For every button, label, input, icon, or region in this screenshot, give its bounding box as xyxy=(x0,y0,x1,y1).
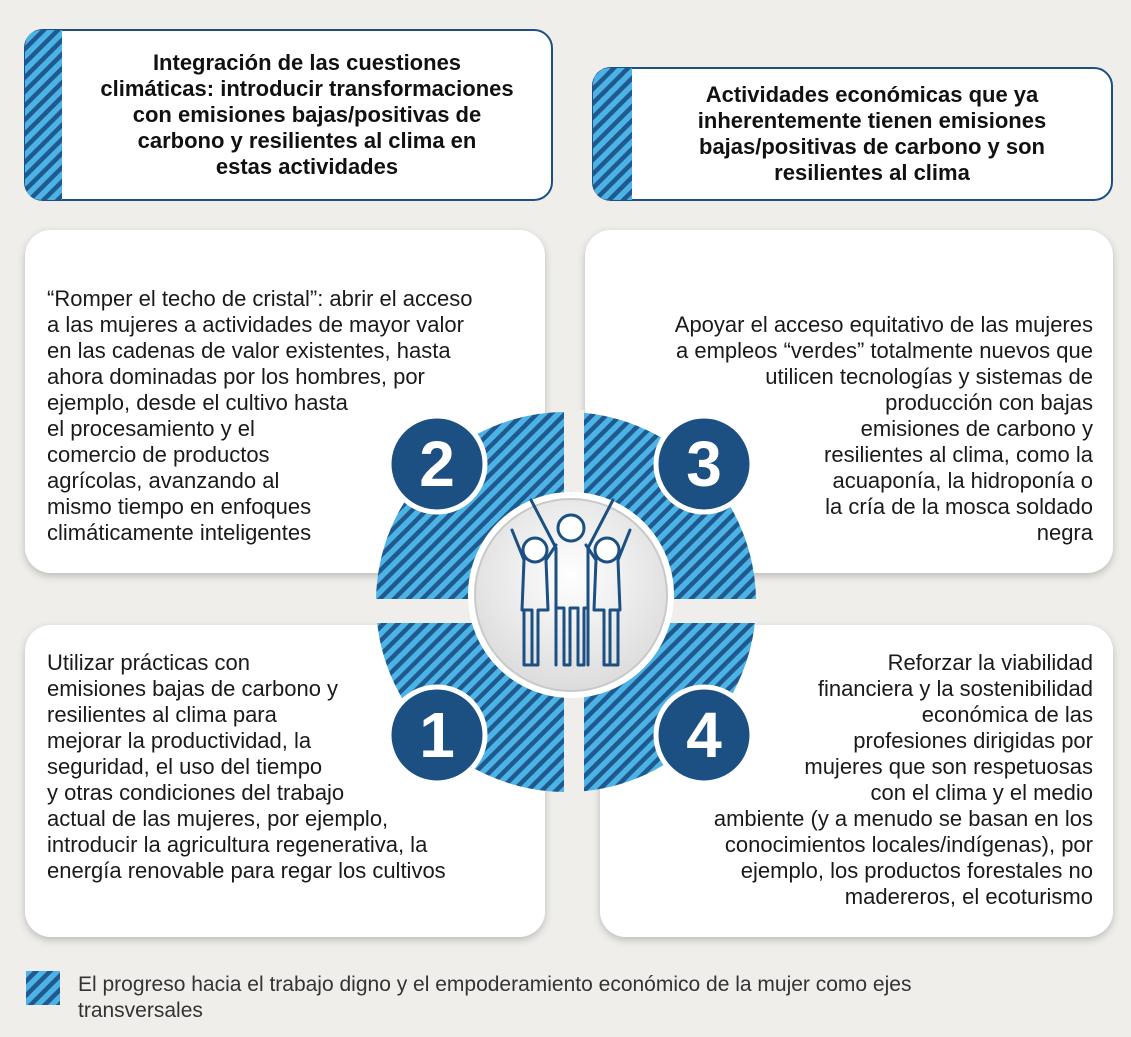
legend-text: El progreso hacia el trabajo digno y el … xyxy=(78,973,912,1022)
quadrant-3-text: Apoyar el acceso equitativo de las mujer… xyxy=(674,312,1093,545)
number-circle-3 xyxy=(653,413,755,515)
header-left-box xyxy=(24,29,553,201)
number-label-1: 1 xyxy=(419,699,455,771)
number-label-2: 2 xyxy=(419,428,455,500)
quadrant-4-text: Reforzar la viabilidad financiera y la s… xyxy=(713,650,1093,909)
number-circle-1 xyxy=(386,684,488,786)
header-right-title: Actividades económicas que ya inherentem… xyxy=(697,82,1047,185)
header-left-title: Integración de las cuestiones climáticas… xyxy=(100,50,514,179)
striped-swatch-icon xyxy=(26,971,60,1005)
people-raising-arms-icon xyxy=(468,492,674,698)
number-label-4: 4 xyxy=(686,699,722,771)
quadrant-1-text: Utilizar prácticas con emisiones bajas d… xyxy=(47,650,446,883)
number-circle-2 xyxy=(386,413,488,515)
header-right-box xyxy=(592,67,1113,201)
number-circle-4 xyxy=(653,684,755,786)
quadrant-2-text: “Romper el techo de cristal”: abrir el a… xyxy=(47,286,473,545)
number-label-3: 3 xyxy=(686,428,722,500)
